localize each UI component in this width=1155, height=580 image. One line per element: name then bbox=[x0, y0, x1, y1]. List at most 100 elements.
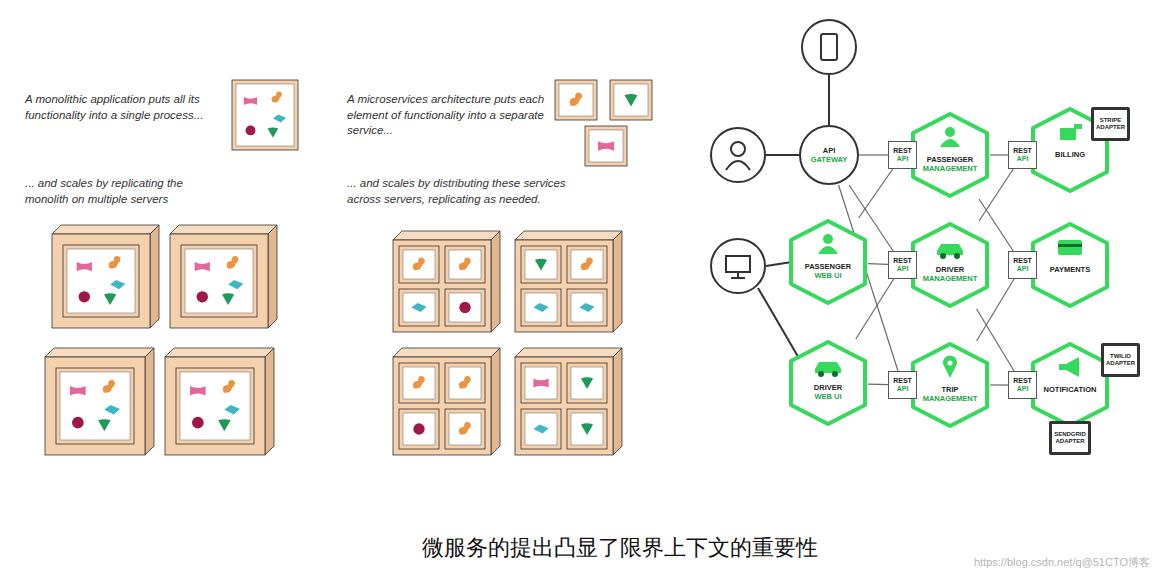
server-side bbox=[491, 348, 500, 455]
node-subtitle: API bbox=[1017, 265, 1029, 273]
green-component bbox=[535, 259, 547, 271]
server-front bbox=[170, 234, 268, 328]
orange-component bbox=[272, 91, 283, 102]
node-subtitle: WEB UI bbox=[814, 271, 841, 280]
node-title: REST bbox=[893, 257, 912, 265]
service-panel bbox=[403, 413, 435, 445]
gateway-circle: APIGATEWAY bbox=[799, 125, 859, 185]
node-subtitle: GATEWAY bbox=[811, 155, 848, 164]
adapter-box: TWILIO ADAPTER bbox=[1101, 343, 1140, 377]
service-frame bbox=[445, 363, 485, 403]
teal-component bbox=[533, 424, 548, 433]
crimson-component bbox=[72, 417, 84, 429]
service-frame bbox=[399, 409, 439, 449]
node-title: REST bbox=[1013, 147, 1032, 155]
teal-component bbox=[533, 303, 548, 312]
desktop-icon bbox=[731, 277, 745, 279]
service-link bbox=[859, 154, 888, 155]
server-side bbox=[265, 348, 274, 455]
service-hexagon: DRIVERWEB UI bbox=[788, 339, 868, 427]
server-front bbox=[165, 357, 265, 455]
node-title: PAYMENTS bbox=[1050, 265, 1090, 274]
server-front bbox=[52, 234, 150, 328]
node-title: REST bbox=[1013, 257, 1032, 265]
desktop-circle bbox=[711, 239, 765, 293]
orange-component bbox=[223, 380, 235, 393]
client-link bbox=[758, 288, 800, 360]
description-note: A microservices architecture puts each e… bbox=[347, 92, 547, 139]
description-note: ... and scales by replicating the monoli… bbox=[25, 176, 225, 207]
node-subtitle: API bbox=[1017, 155, 1029, 163]
service-frame bbox=[445, 289, 485, 326]
pin-icon bbox=[943, 355, 957, 378]
pink-component bbox=[598, 141, 614, 151]
server-front bbox=[515, 240, 613, 332]
server-box bbox=[393, 348, 500, 455]
service-panel bbox=[559, 84, 593, 116]
hexagon-shape bbox=[913, 344, 987, 426]
service-frame bbox=[567, 409, 607, 449]
node-title: PASSENGER bbox=[927, 155, 974, 164]
phone-circle bbox=[802, 20, 856, 74]
service-frame bbox=[399, 363, 439, 403]
server-top bbox=[393, 348, 500, 357]
rest-api-box: RESTAPI bbox=[888, 251, 917, 279]
service-frame bbox=[399, 289, 439, 326]
green-component bbox=[218, 419, 230, 431]
node-title: REST bbox=[893, 147, 912, 155]
teal-component bbox=[110, 280, 125, 289]
desktop-icon bbox=[726, 256, 750, 272]
server-box bbox=[165, 348, 274, 455]
crimson-component bbox=[79, 291, 90, 302]
car-icon bbox=[815, 362, 841, 377]
node-subtitle: API bbox=[897, 155, 909, 163]
adapter-box: STRIPE ADAPTER bbox=[1091, 107, 1130, 141]
service-panel bbox=[589, 130, 623, 162]
server-top bbox=[52, 225, 159, 234]
service-frame bbox=[567, 363, 607, 403]
pink-component bbox=[70, 386, 86, 395]
service-link bbox=[868, 383, 888, 385]
service-frame bbox=[521, 289, 561, 326]
node-title: PASSENGER bbox=[805, 262, 852, 271]
service-link bbox=[990, 154, 1008, 155]
rest-api-box: RESTAPI bbox=[1008, 371, 1037, 399]
description-note: ... and scales by distributing these ser… bbox=[347, 176, 587, 207]
server-top bbox=[393, 231, 500, 240]
bill-icon bbox=[1060, 124, 1082, 140]
microservice bbox=[610, 80, 652, 120]
service-panel bbox=[236, 84, 294, 146]
service-panel bbox=[614, 84, 648, 116]
service-panel bbox=[525, 367, 557, 399]
orange-component bbox=[581, 258, 593, 271]
server-top bbox=[170, 225, 277, 234]
client-link bbox=[766, 154, 799, 156]
service-panel bbox=[449, 367, 481, 399]
node-title: API bbox=[823, 146, 836, 155]
service-panel bbox=[67, 249, 135, 313]
server-side bbox=[268, 225, 277, 328]
service-frame bbox=[399, 246, 439, 283]
service-panel bbox=[571, 293, 603, 322]
node-title: REST bbox=[1013, 377, 1032, 385]
service-frame bbox=[445, 409, 485, 449]
service-frame bbox=[232, 80, 298, 150]
rest-api-box: RESTAPI bbox=[888, 141, 917, 169]
service-frame bbox=[567, 246, 607, 283]
hexagon-shape bbox=[1033, 344, 1107, 426]
phone-icon bbox=[821, 34, 837, 60]
node-subtitle: WEB UI bbox=[814, 392, 841, 401]
service-frame bbox=[610, 80, 652, 120]
node-title: NOTIFICATION bbox=[1044, 385, 1097, 394]
service-panel bbox=[571, 367, 603, 399]
green-component bbox=[581, 377, 593, 389]
pink-component bbox=[244, 97, 257, 105]
service-frame bbox=[176, 368, 254, 444]
user-circle bbox=[711, 128, 765, 182]
pink-component bbox=[533, 378, 548, 387]
person-icon bbox=[818, 234, 838, 254]
server-side bbox=[613, 231, 622, 332]
server-front bbox=[515, 357, 613, 455]
rest-api-box: RESTAPI bbox=[1008, 251, 1037, 279]
